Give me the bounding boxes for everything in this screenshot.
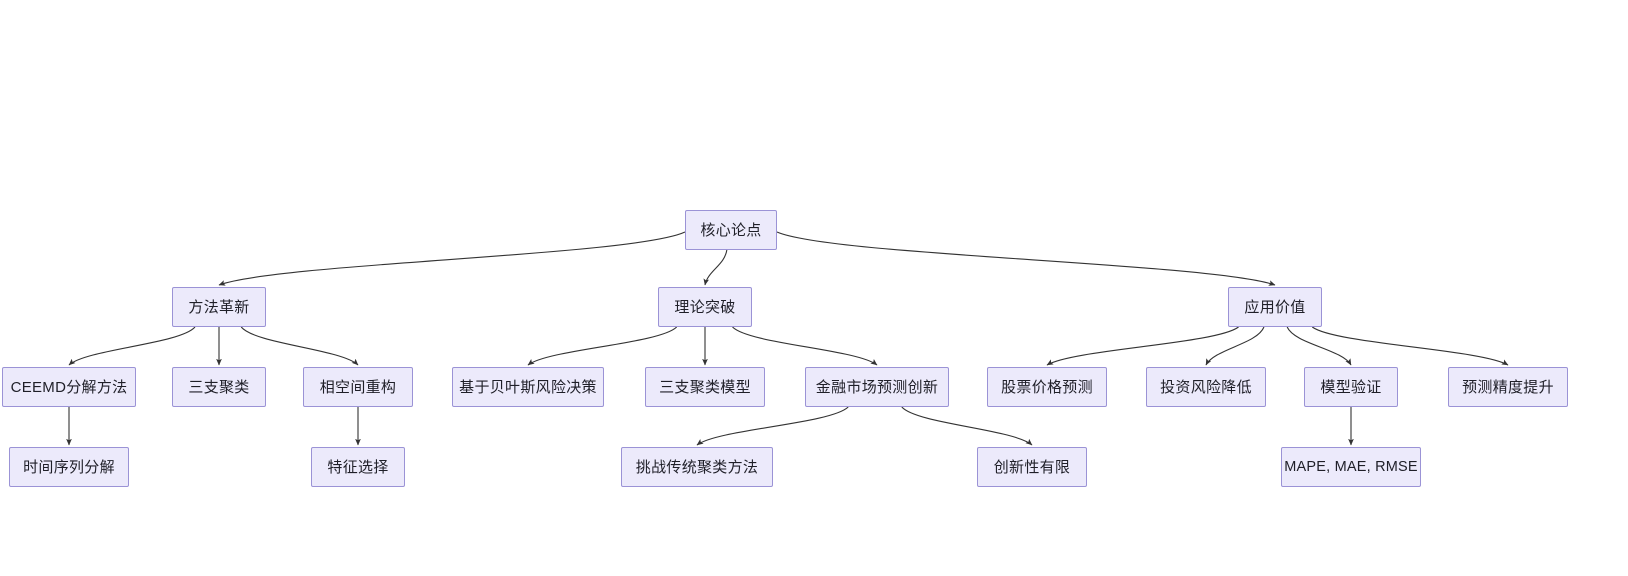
node-label: 预测精度提升 [1462, 378, 1554, 396]
node-l4b2[interactable]: 创新性有限 [977, 447, 1087, 487]
edge-root-to-l2b [703, 249, 728, 286]
node-label: 应用价值 [1244, 298, 1306, 316]
node-label: 创新性有限 [993, 458, 1071, 476]
node-l3a2[interactable]: 三支聚类 [172, 367, 266, 407]
node-l4a3[interactable]: 特征选择 [311, 447, 405, 487]
edge-l2b-to-l3b1 [527, 326, 678, 366]
node-label: 三支聚类 [188, 378, 250, 396]
node-label: 核心论点 [700, 221, 762, 239]
edge-l2a-to-l3a3 [240, 326, 359, 366]
node-label: 投资风险降低 [1160, 378, 1252, 396]
node-l3c4[interactable]: 预测精度提升 [1448, 367, 1568, 407]
node-label: 时间序列分解 [23, 458, 115, 476]
node-l4b1[interactable]: 挑战传统聚类方法 [621, 447, 773, 487]
node-l3b2[interactable]: 三支聚类模型 [645, 367, 765, 407]
node-label: 理论突破 [674, 298, 736, 316]
node-l3a1[interactable]: CEEMD分解方法 [2, 367, 136, 407]
node-l3c2[interactable]: 投资风险降低 [1146, 367, 1266, 407]
edge-l2c-to-l3c4 [1311, 326, 1509, 366]
edge-l2a-to-l3a1 [68, 326, 196, 366]
node-l2b[interactable]: 理论突破 [658, 287, 752, 327]
node-root[interactable]: 核心论点 [685, 210, 777, 250]
node-label: 金融市场预测创新 [815, 378, 939, 396]
node-l3b1[interactable]: 基于贝叶斯风险决策 [452, 367, 604, 407]
node-label: 特征选择 [327, 458, 389, 476]
node-l2c[interactable]: 应用价值 [1228, 287, 1322, 327]
edge-root-to-l2c [776, 231, 1276, 286]
node-l3c3[interactable]: 模型验证 [1304, 367, 1398, 407]
node-label: 基于贝叶斯风险决策 [459, 378, 597, 396]
node-label: MAPE, MAE, RMSE [1284, 458, 1418, 475]
edge-l2c-to-l3c1 [1046, 326, 1239, 366]
node-label: 相空间重构 [319, 378, 397, 396]
node-label: 股票价格预测 [1001, 378, 1093, 396]
node-l3c1[interactable]: 股票价格预测 [987, 367, 1107, 407]
node-label: 方法革新 [188, 298, 250, 316]
node-l3a3[interactable]: 相空间重构 [303, 367, 413, 407]
edge-root-to-l2a [218, 231, 686, 286]
edge-l3b3-to-l4b1 [696, 406, 849, 446]
node-l4a1[interactable]: 时间序列分解 [9, 447, 129, 487]
node-label: 模型验证 [1320, 378, 1382, 396]
edge-l3b3-to-l4b2 [901, 406, 1033, 446]
node-label: CEEMD分解方法 [10, 378, 128, 396]
node-l4c3[interactable]: MAPE, MAE, RMSE [1281, 447, 1421, 487]
node-label: 挑战传统聚类方法 [635, 458, 759, 476]
edge-l2c-to-l3c2 [1205, 326, 1265, 366]
edge-l2b-to-l3b3 [732, 326, 878, 366]
edge-l2c-to-l3c3 [1286, 326, 1352, 366]
node-l2a[interactable]: 方法革新 [172, 287, 266, 327]
node-label: 三支聚类模型 [659, 378, 751, 396]
node-l3b3[interactable]: 金融市场预测创新 [805, 367, 949, 407]
